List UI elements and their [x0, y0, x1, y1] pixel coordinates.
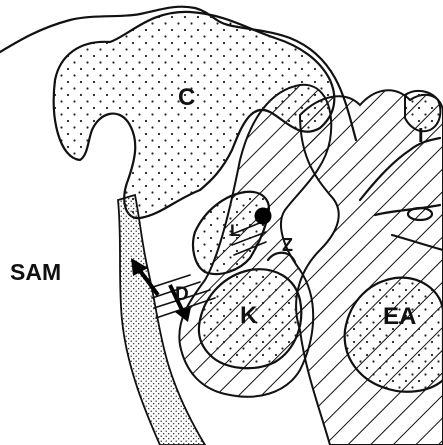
marker-dot — [255, 208, 272, 225]
label-i: I — [418, 125, 424, 147]
label-d: D — [175, 284, 189, 305]
label-ea: EA — [383, 303, 416, 330]
label-c: C — [178, 84, 195, 111]
label-l: L — [230, 221, 240, 240]
label-z: Z — [282, 235, 293, 255]
label-k: K — [240, 302, 258, 329]
label-sam: SAM — [10, 259, 61, 285]
